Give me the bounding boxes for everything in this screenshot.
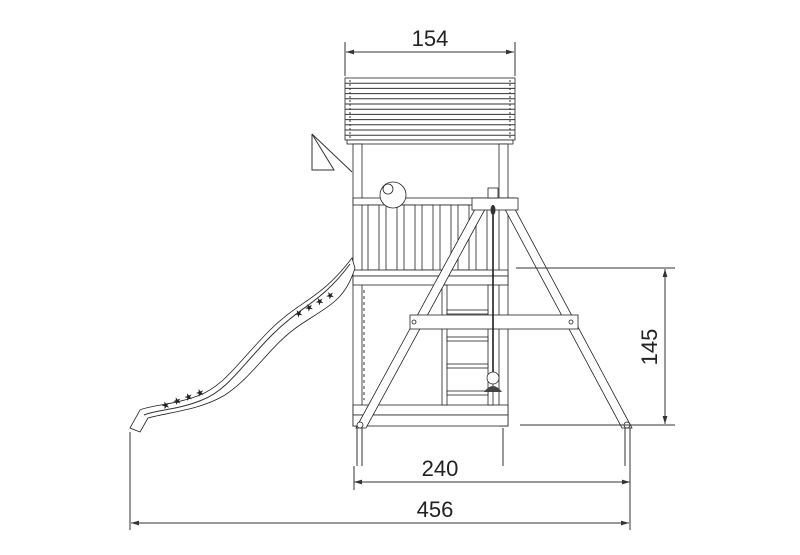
swing-frame: [355, 187, 633, 466]
ladder-rung: [446, 309, 489, 315]
dimension-height: 145: [516, 267, 675, 426]
rail-board: [385, 204, 398, 271]
rail-board: [421, 204, 434, 271]
dimension-label: 456: [417, 497, 454, 522]
ladder-rung: [446, 390, 489, 396]
rail-board: [403, 204, 416, 271]
dimension-total-width: 456: [129, 432, 629, 530]
ladder: [441, 284, 494, 406]
svg-text:★ ★ ★ ★: ★ ★ ★ ★: [292, 289, 337, 321]
flag: [311, 133, 353, 173]
dimension-label: 154: [412, 26, 449, 51]
rope-swing: [484, 205, 502, 392]
dimension-roof-width: 154: [344, 26, 516, 76]
roof: [344, 77, 516, 145]
ladder-rung: [446, 336, 489, 342]
rail-board: [367, 204, 380, 271]
dimension-label: 240: [422, 456, 459, 481]
tower: [352, 143, 517, 427]
ladder-rung: [446, 363, 489, 369]
dimension-base-width: 240: [353, 456, 631, 530]
dimension-label: 145: [637, 329, 662, 366]
slide: ★ ★ ★ ★ ★ ★ ★ ★: [129, 257, 356, 433]
